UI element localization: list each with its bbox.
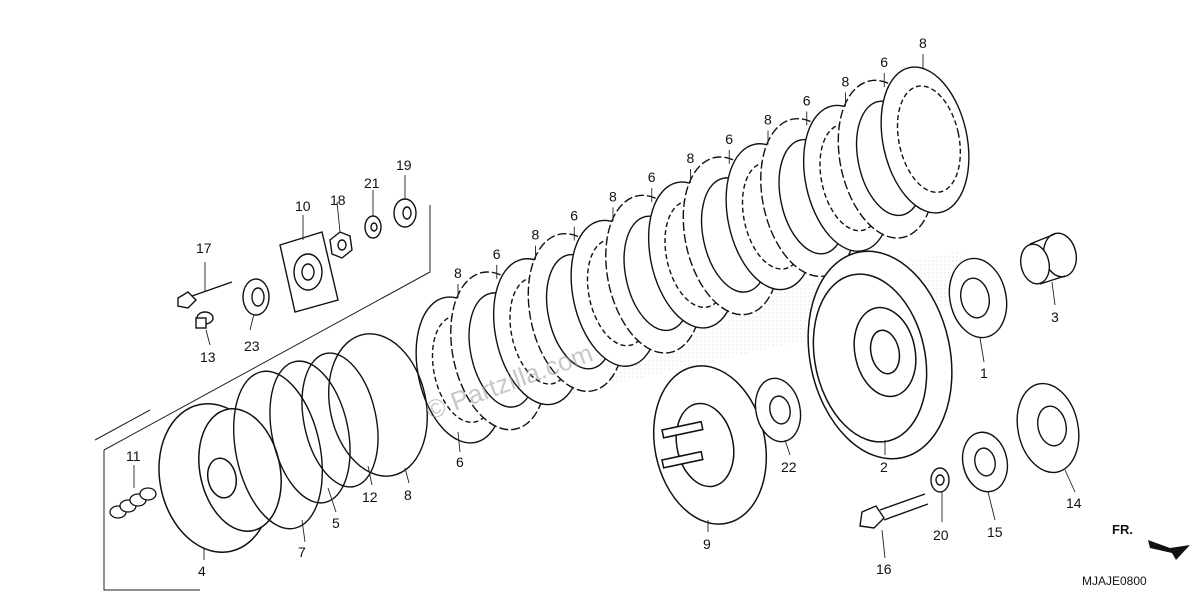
callout-2: 2	[880, 459, 888, 475]
lifter-bolt	[177, 281, 233, 309]
bearing	[242, 278, 270, 316]
clutch-outer-housing	[807, 250, 953, 460]
callout-6: 6	[880, 54, 888, 70]
flange-bolt	[859, 493, 929, 529]
callout-15: 15	[987, 524, 1003, 540]
washer-19	[393, 198, 417, 228]
callout-13: 13	[200, 349, 216, 365]
callout-8: 8	[842, 73, 850, 89]
spring-rings	[232, 333, 428, 530]
callout-8: 8	[454, 265, 462, 281]
callout-6: 6	[570, 208, 578, 224]
front-direction-label: FR.	[1112, 522, 1133, 537]
callout-9: 9	[703, 536, 711, 552]
front-arrow-icon	[1148, 540, 1190, 560]
callout-8: 8	[687, 150, 695, 166]
thrust-washer	[754, 377, 802, 443]
callout-6: 6	[493, 246, 501, 262]
clutch-plate	[880, 66, 970, 214]
clutch-disc-stack	[415, 66, 970, 444]
callout-8: 8	[532, 227, 540, 243]
lifter-plate	[279, 231, 339, 313]
callout-5: 5	[332, 515, 340, 531]
callout-4: 4	[198, 563, 206, 579]
clutch-center-hub	[652, 365, 768, 525]
callout-8: 8	[919, 35, 927, 51]
callout-6: 6	[803, 93, 811, 109]
drawing-code: MJAJE0800	[1082, 574, 1147, 588]
callout-6: 6	[725, 131, 733, 147]
leader-lines	[133, 175, 1076, 560]
callout-19: 19	[396, 157, 412, 173]
callout-numbers: 1 2 3 4 5 7 8 6 9 17 10 18 21 19 12 11 2…	[126, 157, 1082, 579]
callout-21: 21	[364, 175, 380, 191]
callout-7: 7	[298, 544, 306, 560]
callout-22: 22	[781, 459, 797, 475]
lifter-pin	[195, 311, 214, 329]
callout-1: 1	[980, 365, 988, 381]
callout-10: 10	[295, 198, 311, 214]
disc-stack-callouts: 8 6 8 6 8 6 8 6 8 6 8 6 8	[454, 35, 927, 298]
washer-21	[364, 215, 382, 239]
callout-18: 18	[330, 192, 346, 208]
oil-pump-drive-gear	[1016, 382, 1080, 474]
callout-23: 23	[244, 338, 260, 354]
callout-8: 8	[764, 112, 772, 128]
lock-nut	[329, 231, 353, 259]
callout-8-low: 8	[404, 487, 412, 503]
callout-17: 17	[196, 240, 212, 256]
callout-6-low: 6	[456, 454, 464, 470]
collar	[1019, 232, 1078, 285]
subassembly-bracket	[94, 205, 431, 591]
spline-sprocket	[961, 431, 1009, 493]
callout-8: 8	[609, 188, 617, 204]
callout-16: 16	[876, 561, 892, 577]
callout-3: 3	[1051, 309, 1059, 325]
primary-drive-gear	[948, 257, 1008, 339]
callout-20: 20	[933, 527, 949, 543]
callout-11: 11	[126, 448, 141, 464]
clutch-springs	[109, 487, 157, 519]
callout-14: 14	[1066, 495, 1082, 511]
lock-washer	[930, 467, 950, 493]
callout-12: 12	[362, 489, 378, 505]
callout-6: 6	[648, 169, 656, 185]
front-direction-indicator: FR.	[1112, 522, 1190, 560]
